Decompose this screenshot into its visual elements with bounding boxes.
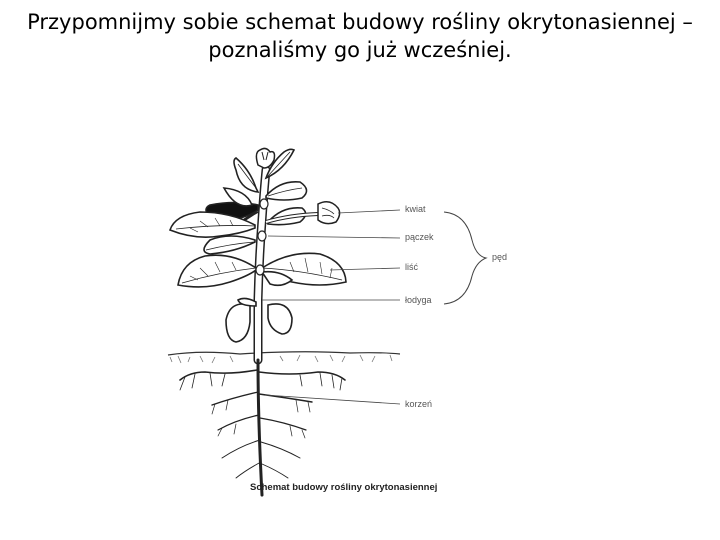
label-root: korzeń bbox=[405, 399, 433, 409]
buds bbox=[255, 198, 269, 276]
label-shoot: pęd bbox=[492, 252, 508, 262]
label-leaf: liść bbox=[405, 262, 418, 272]
shoot-brace bbox=[443, 211, 488, 305]
slide-title-line-2: poznaliśmy go już wcześniej. bbox=[208, 38, 512, 62]
roots bbox=[179, 358, 346, 497]
slide-title-line-1: Przypomnijmy sobie schemat budowy roślin… bbox=[27, 10, 693, 34]
leader-lines bbox=[262, 209, 401, 405]
diagram-caption: Schemat budowy rośliny okrytonasiennej bbox=[250, 482, 438, 493]
flower bbox=[265, 201, 341, 225]
label-bud: pączek bbox=[405, 232, 434, 242]
soil bbox=[167, 351, 401, 364]
slide-title: Przypomnijmy sobie schemat budowy roślin… bbox=[0, 8, 720, 64]
label-flower: kwiat bbox=[405, 204, 426, 214]
label-stem: łodyga bbox=[405, 295, 432, 305]
top-bud bbox=[255, 147, 276, 169]
